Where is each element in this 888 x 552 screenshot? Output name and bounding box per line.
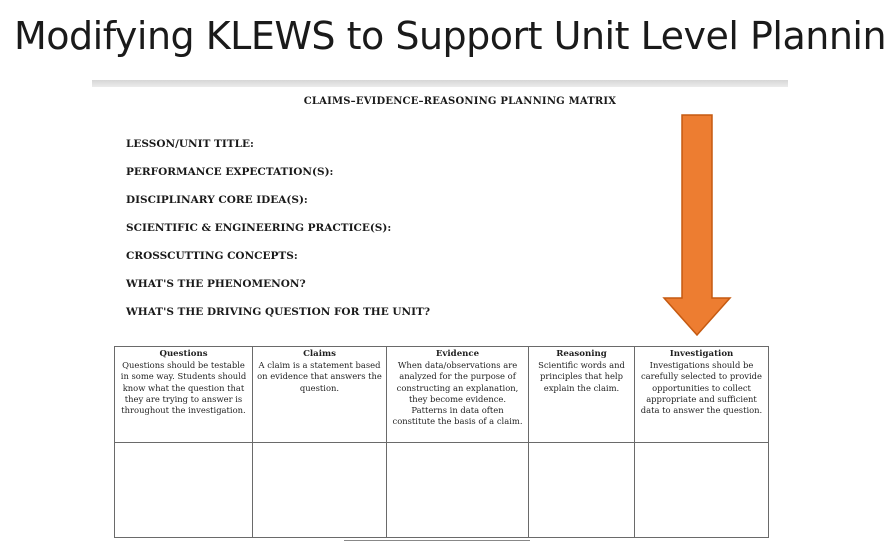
field-driving-question: WHAT'S THE DRIVING QUESTION FOR THE UNIT… xyxy=(126,306,430,318)
matrix-cell-reasoning: Reasoning Scientific words and principle… xyxy=(528,346,635,443)
matrix-blank-row xyxy=(114,442,769,538)
down-arrow-icon xyxy=(662,114,732,336)
slide-title: Modifying KLEWS to Support Unit Level Pl… xyxy=(14,14,888,58)
document-top-edge xyxy=(92,80,788,87)
field-science-engineering-practices: SCIENTIFIC & ENGINEERING PRACTICE(S): xyxy=(126,222,392,234)
matrix-header-row: Questions Questions should be testable i… xyxy=(114,346,769,443)
blank-cell-investigation xyxy=(634,442,769,538)
page-divider xyxy=(344,540,530,541)
matrix-cell-investigation: Investigation Investigations should be c… xyxy=(634,346,769,443)
down-arrow-shape xyxy=(662,114,732,336)
field-phenomenon: WHAT'S THE PHENOMENON? xyxy=(126,278,306,290)
column-title-investigation: Investigation xyxy=(669,349,734,359)
field-disciplinary-core-ideas: DISCIPLINARY CORE IDEA(S): xyxy=(126,194,308,206)
matrix-cell-claims: Claims A claim is a statement based on e… xyxy=(252,346,387,443)
column-title-reasoning: Reasoning xyxy=(556,349,607,359)
column-description-evidence: When data/observations are analyzed for … xyxy=(392,360,523,427)
matrix-cell-evidence: Evidence When data/observations are anal… xyxy=(386,346,529,443)
field-lesson-unit-title: LESSON/UNIT TITLE: xyxy=(126,138,254,150)
column-description-questions: Questions should be testable in some way… xyxy=(120,360,247,416)
cer-planning-matrix: Questions Questions should be testable i… xyxy=(114,346,769,538)
blank-cell-claims xyxy=(252,442,387,538)
column-description-investigation: Investigations should be carefully selec… xyxy=(640,360,763,416)
field-crosscutting-concepts: CROSSCUTTING CONCEPTS: xyxy=(126,250,298,262)
blank-cell-reasoning xyxy=(528,442,635,538)
column-description-claims: A claim is a statement based on evidence… xyxy=(257,360,382,393)
column-title-evidence: Evidence xyxy=(435,349,480,359)
matrix-cell-questions: Questions Questions should be testable i… xyxy=(114,346,253,443)
column-title-questions: Questions xyxy=(159,349,208,359)
field-performance-expectations: PERFORMANCE EXPECTATION(S): xyxy=(126,166,334,178)
blank-cell-evidence xyxy=(386,442,529,538)
blank-cell-questions xyxy=(114,442,253,538)
matrix-heading: CLAIMS–EVIDENCE–REASONING PLANNING MATRI… xyxy=(303,96,617,107)
column-title-claims: Claims xyxy=(303,349,336,359)
column-description-reasoning: Scientific words and principles that hel… xyxy=(538,360,625,393)
